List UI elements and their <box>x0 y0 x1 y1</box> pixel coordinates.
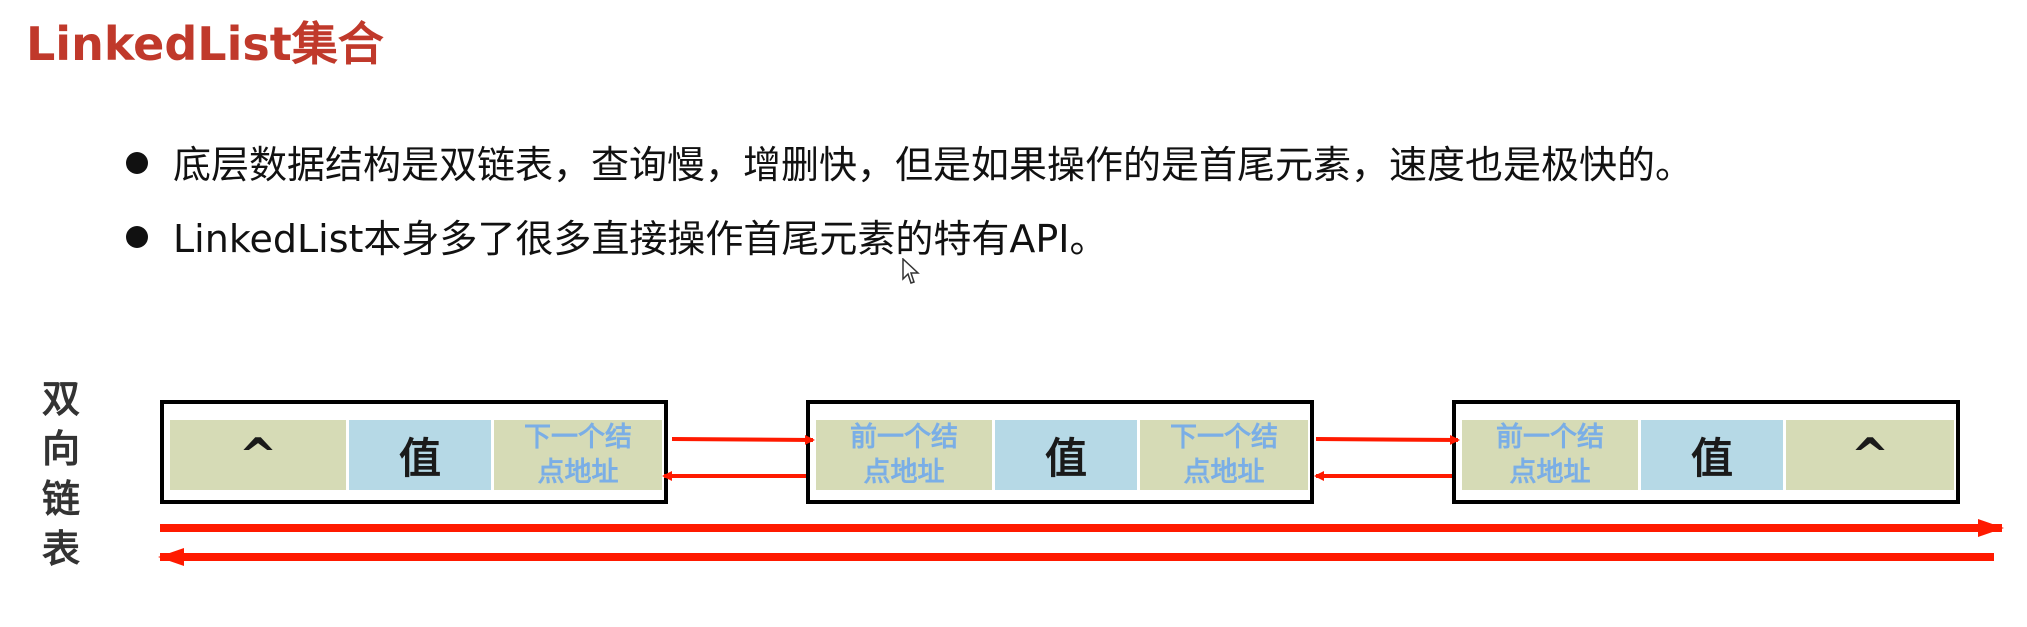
prev-address-cell: 前一个结 点地址 <box>1462 420 1638 490</box>
list-node-last: 前一个结 点地址 值 ^ <box>1452 400 1960 504</box>
doubly-linked-list-label: 双 向 链 表 <box>36 374 86 574</box>
next-address-text: 下一个结 点地址 <box>1170 422 1278 488</box>
next-pointer-arrow <box>1315 434 1460 445</box>
prev-address-text: 前一个结 点地址 <box>1496 422 1604 488</box>
prev-address-text: 前一个结 点地址 <box>850 422 958 488</box>
list-node-middle: 前一个结 点地址 值 下一个结 点地址 <box>806 400 1314 504</box>
null-prev-cell: ^ <box>170 420 346 490</box>
null-next-cell: ^ <box>1786 420 1954 490</box>
side-label-char: 向 <box>41 427 80 471</box>
side-label-char: 双 <box>41 377 80 421</box>
value-cell: 值 <box>995 420 1137 490</box>
bullet-item: LinkedList本身多了很多直接操作首尾元素的特有API。 <box>126 214 1108 264</box>
bullet-item: 底层数据结构是双链表，查询慢，增删快，但是如果操作的是首尾元素，速度也是极快的。 <box>126 140 1693 190</box>
value-cell: 值 <box>349 420 491 490</box>
next-address-cell: 下一个结 点地址 <box>494 420 662 490</box>
bullet-dot-icon <box>126 152 148 174</box>
next-address-text: 下一个结 点地址 <box>524 422 632 488</box>
next-address-cell: 下一个结 点地址 <box>1140 420 1308 490</box>
list-node-first: ^ 值 下一个结 点地址 <box>160 400 668 504</box>
mouse-cursor-icon <box>902 258 920 284</box>
side-label-char: 表 <box>41 527 80 571</box>
next-pointer-arrow <box>671 434 815 445</box>
side-label-char: 链 <box>41 477 80 521</box>
bullet-dot-icon <box>126 226 148 248</box>
value-cell: 值 <box>1641 420 1783 490</box>
slide-title: LinkedList集合 <box>26 17 384 71</box>
bullet-text: 底层数据结构是双链表，查询慢，增删快，但是如果操作的是首尾元素，速度也是极快的。 <box>173 143 1694 187</box>
bullet-text: LinkedList本身多了很多直接操作首尾元素的特有API。 <box>173 217 1108 261</box>
prev-address-cell: 前一个结 点地址 <box>816 420 992 490</box>
